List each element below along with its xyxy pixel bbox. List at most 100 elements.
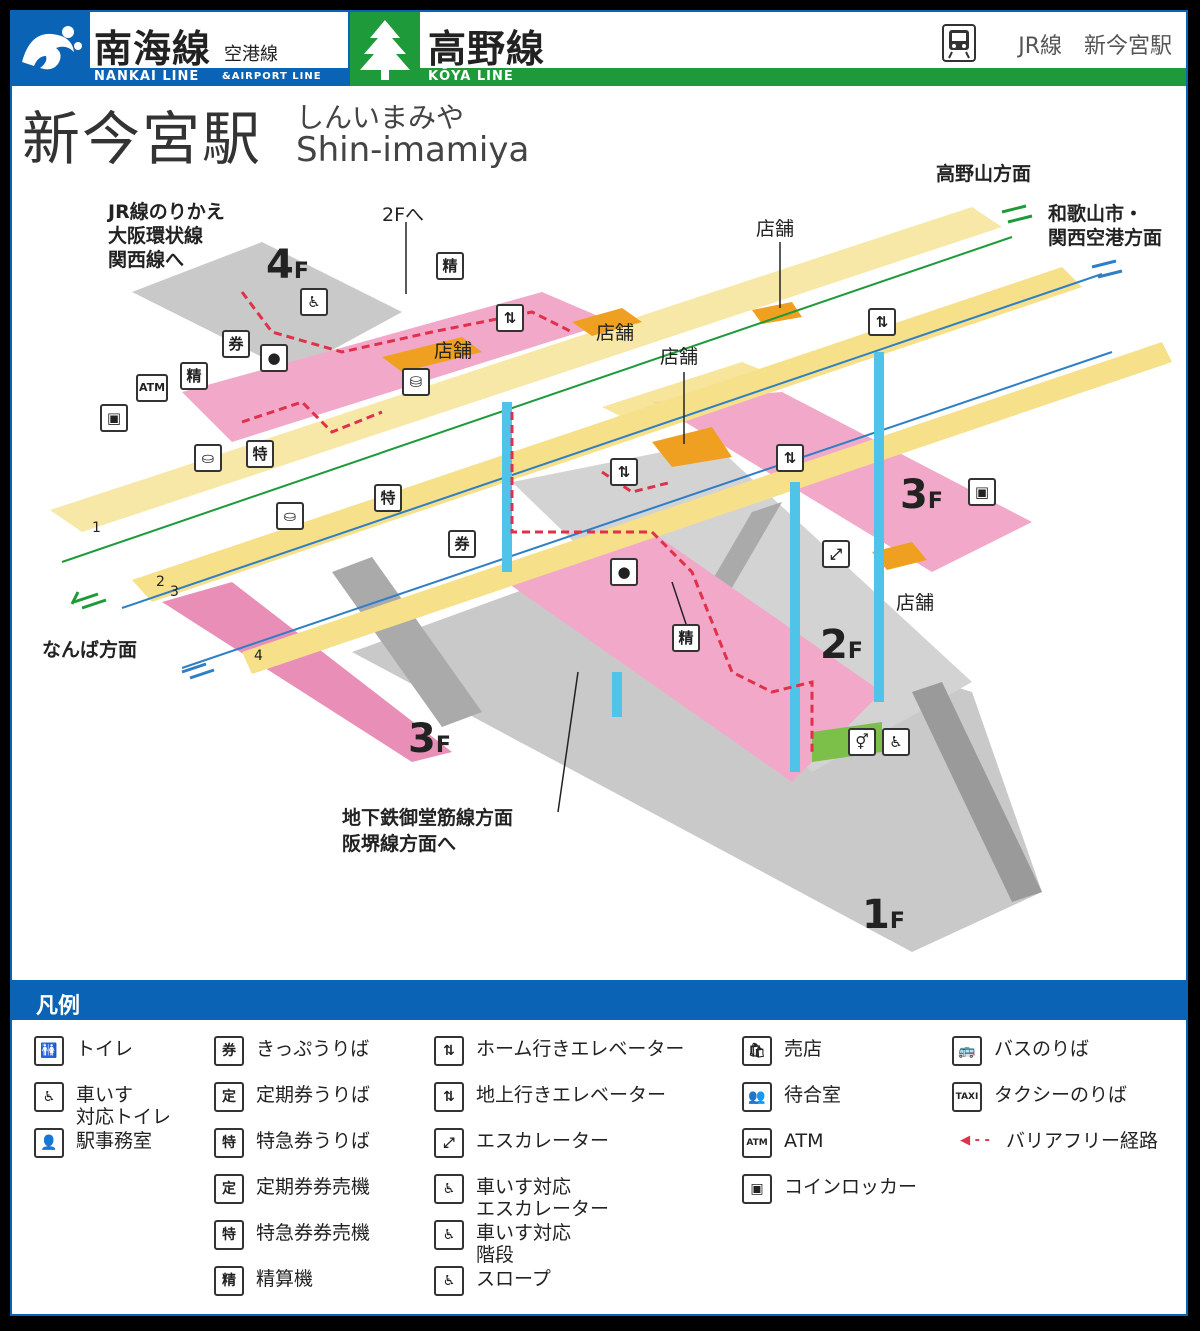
floor-label-4f: 4F xyxy=(266,242,309,288)
nankai-english: NANKAI LINE xyxy=(94,69,200,84)
floor-label-3f-right: 3F xyxy=(900,472,943,518)
platform-1 xyxy=(50,207,1002,532)
shop-block-2 xyxy=(872,542,927,570)
platform-elevator-icon: ⇅ xyxy=(776,444,804,472)
legend-label: 定期券うりば xyxy=(256,1084,371,1106)
ticket-icon: 券 xyxy=(222,330,250,358)
legend-title: 凡例 xyxy=(36,994,81,1019)
waiting-room-icon: ⛀ xyxy=(194,444,222,472)
nankai-title: 南海線 xyxy=(94,27,212,71)
toilet-icon: ⚥ xyxy=(848,728,876,756)
namba-arrow-green xyxy=(70,591,107,610)
legend-label: 車いす対応 エスカレーター xyxy=(476,1176,610,1220)
station-office-icon: 👤 xyxy=(34,1128,64,1158)
nankai-line-banner: 南海線 空港線 NANKAI LINE &AIRPORT LINE xyxy=(12,12,350,86)
wheelchair-escalator-icon: ♿ xyxy=(434,1174,464,1204)
platform-number-1: 1 xyxy=(92,520,101,536)
platform-2-3 xyxy=(132,267,1082,602)
ground-elevator-icon: ⇅ xyxy=(610,458,638,486)
legend-label: バスのりば xyxy=(994,1038,1090,1060)
legend-label: スロープ xyxy=(476,1268,551,1290)
fare-adjust-icon: 精 xyxy=(436,252,464,280)
platform-number-3: 3 xyxy=(170,584,179,600)
legend-label: 車いす 対応トイレ xyxy=(76,1084,172,1128)
elevator-shaft-4 xyxy=(612,672,622,717)
escalator-icon: ⤢ xyxy=(822,540,850,568)
wakayama-direction-label: 和歌山市・ xyxy=(1048,203,1144,225)
nankai-line-track-1 xyxy=(121,273,1103,609)
shop-block-1 xyxy=(652,427,732,467)
platform-elevator-icon: ⇅ xyxy=(434,1036,464,1066)
elevator-shaft-2 xyxy=(790,482,800,772)
koyasan-direction-label: 高野山方面 xyxy=(936,163,1032,185)
shop-block-5 xyxy=(752,302,802,324)
nankai-line-track-2 xyxy=(181,351,1113,669)
subway-direction-label: 地下鉄御堂筋線方面 xyxy=(342,807,514,829)
legend-label: 地上行きエレベーター xyxy=(476,1084,667,1106)
kiosk-icon: 🛍 xyxy=(742,1036,772,1066)
jr-transfer-area xyxy=(132,242,402,372)
taxi-icon: TAXI xyxy=(952,1082,982,1112)
nankai-english-sub: &AIRPORT LINE xyxy=(222,71,322,82)
ticket-icon: 券 xyxy=(448,530,476,558)
commuter-pass-icon: 定 xyxy=(214,1082,244,1112)
barrier-free-route-icon: ◀ - - xyxy=(952,1128,998,1158)
koya-line-track xyxy=(61,236,1013,563)
stairs-left xyxy=(332,557,482,727)
legend-label: 車いす対応 階段 xyxy=(476,1222,572,1266)
barrier-free-route-4f xyxy=(240,291,573,354)
namba-direction-label: なんば方面 xyxy=(42,639,138,661)
jr-transfer-label: JR線のりかえ xyxy=(108,201,225,223)
legend-label: 定期券券売機 xyxy=(256,1176,371,1198)
station-office-icon: ● xyxy=(260,344,288,372)
jr-station-label: JR線 新今宮駅 xyxy=(1018,34,1172,59)
platform-4 xyxy=(242,342,1172,674)
namba-arrow-blue xyxy=(181,662,215,680)
coin-locker-icon: ▣ xyxy=(100,404,128,432)
elevator-shaft-1 xyxy=(502,402,512,572)
concourse-3f-right xyxy=(652,392,1032,572)
legend-label: 売店 xyxy=(784,1038,823,1060)
waiting-room-icon: ⛀ xyxy=(276,502,304,530)
shop-block-3 xyxy=(572,308,642,336)
escalator-icon: ⤢ xyxy=(434,1128,464,1158)
shop-label-3: 店舗 xyxy=(434,340,473,362)
express-machine-icon: 特 xyxy=(214,1220,244,1250)
kix-direction-label: 関西空港方面 xyxy=(1048,227,1163,249)
legend-label: 精算機 xyxy=(256,1268,314,1290)
express-machine-icon: 特 xyxy=(374,484,402,512)
atm-icon: ATM xyxy=(136,374,168,402)
coin-locker-icon: ▣ xyxy=(742,1174,772,1204)
jr-train-icon xyxy=(942,24,976,62)
shop-label-4: 店舗 xyxy=(660,346,699,368)
legend-label: コインロッカー xyxy=(784,1176,918,1198)
koyasan-arrow xyxy=(1001,204,1033,224)
stairs-right xyxy=(912,682,1042,902)
platform-elevator-icon: ⇅ xyxy=(868,308,896,336)
elevator-shaft-3 xyxy=(874,352,884,702)
bus-icon: 🚌 xyxy=(952,1036,982,1066)
legend-label: トイレ xyxy=(76,1038,134,1060)
fare-adjust-icon: 精 xyxy=(214,1266,244,1296)
wheelchair-toilet-icon: ♿ xyxy=(882,728,910,756)
koya-title: 高野線 xyxy=(428,27,546,71)
legend-label: 待合室 xyxy=(784,1084,842,1106)
station-floor-diagram xyxy=(50,204,1172,952)
ground-elevator-icon: ⇅ xyxy=(434,1082,464,1112)
koya-tree-icon xyxy=(350,12,420,86)
osaka-loop-label: 大阪環状線 xyxy=(108,225,204,247)
legend-label: バリアフリー経路 xyxy=(1006,1130,1159,1152)
wakayama-arrow xyxy=(1091,259,1123,279)
express-machine-icon: 特 xyxy=(246,440,274,468)
floor-label-3f-left: 3F xyxy=(408,716,451,762)
coin-locker-icon: ▣ xyxy=(968,478,996,506)
legend-label: 特急券うりば xyxy=(256,1130,371,1152)
nankai-logo-icon xyxy=(12,12,90,86)
legend-label: エスカレーター xyxy=(476,1130,610,1152)
shop-label-5: 店舗 xyxy=(896,592,935,614)
floor-label-1f: 1F xyxy=(862,892,905,938)
atm-icon: ATM xyxy=(742,1128,772,1158)
station-office-icon: ● xyxy=(610,558,638,586)
nankai-subtitle: 空港線 xyxy=(224,44,278,65)
legend-label: きっぷうりば xyxy=(256,1038,370,1060)
